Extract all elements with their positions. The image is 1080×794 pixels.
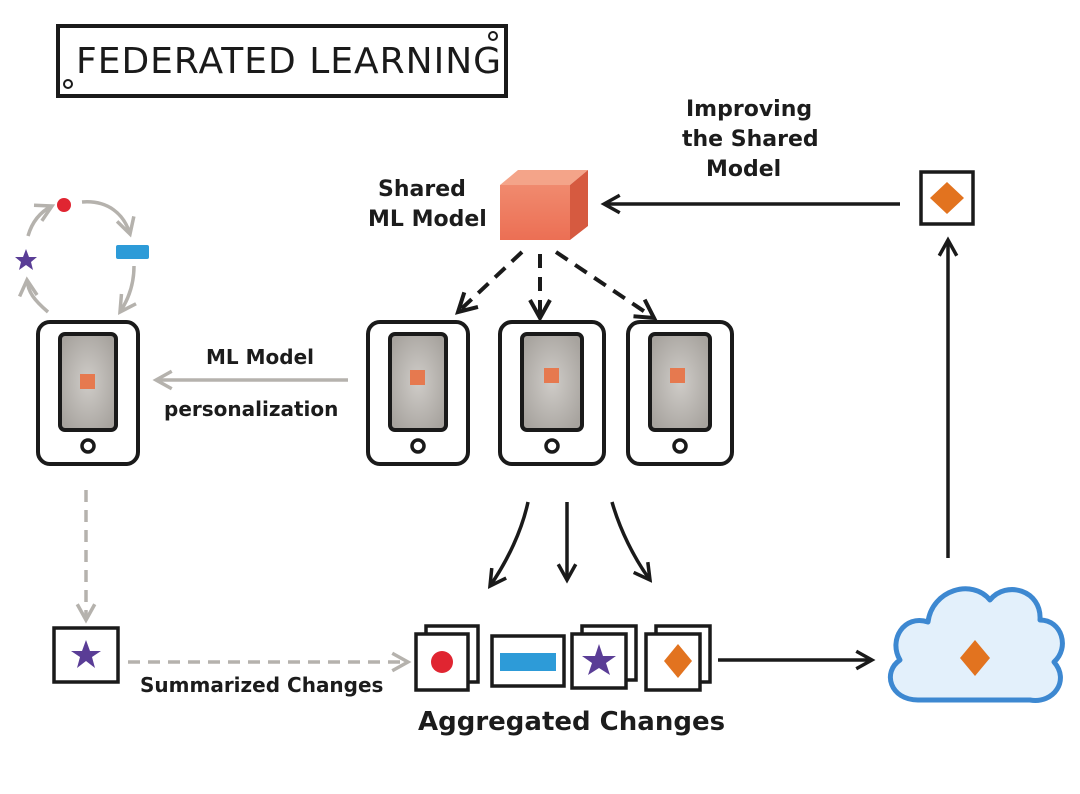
shared-model-label-line2: ML Model — [368, 207, 487, 232]
improving-label-line1: Improving — [686, 97, 812, 122]
model-chip-icon — [80, 374, 95, 389]
aggregated-changes-label: Aggregated Changes — [418, 707, 725, 737]
arrow-phone-to-aggregate-3 — [610, 501, 650, 580]
star-icon — [15, 249, 37, 270]
model-chip-icon — [544, 368, 559, 383]
ml-model-label: ML Model — [206, 345, 314, 369]
improving-label-line3: Model — [706, 157, 781, 182]
aggregated-card-star — [570, 624, 638, 690]
diamond-icon — [960, 640, 990, 676]
red-dot-icon — [431, 651, 453, 673]
arrow-phone-to-aggregate-1 — [490, 501, 530, 586]
home-button-icon — [544, 438, 560, 454]
personalization-label: personalization — [164, 397, 338, 421]
aggregated-card-blue — [490, 634, 566, 688]
dashed-arrow-to-phone-1 — [458, 250, 524, 312]
cloud-server-icon — [887, 586, 1065, 703]
personalization-loop — [15, 198, 149, 312]
aggregated-card-diamond — [644, 624, 712, 692]
client-phone-3 — [626, 320, 734, 466]
diamond-icon — [930, 182, 964, 214]
home-button-icon — [410, 438, 426, 454]
shared-model-label-line1: Shared — [378, 177, 466, 202]
model-chip-icon — [410, 370, 425, 385]
client-phone-1 — [366, 320, 470, 466]
screw-icon — [488, 31, 498, 41]
aggregated-card-red — [414, 624, 480, 692]
page-title: FEDERATED LEARNING — [76, 41, 502, 82]
improved-model-card — [919, 170, 975, 226]
screw-icon — [63, 79, 73, 89]
summarized-changes-label: Summarized Changes — [140, 673, 383, 697]
personal-phone — [36, 320, 140, 466]
model-chip-icon — [670, 368, 685, 383]
summary-card — [52, 626, 120, 684]
shared-model-cube-icon — [500, 170, 588, 240]
aggregated-changes — [414, 624, 712, 692]
improving-label-line2: the Shared — [682, 127, 819, 152]
blue-bar-icon — [500, 653, 556, 671]
title-box: FEDERATED LEARNING — [56, 24, 508, 98]
home-button-icon — [672, 438, 688, 454]
home-button-icon — [80, 438, 96, 454]
diamond-icon — [664, 644, 692, 678]
red-dot-icon — [57, 198, 71, 212]
star-icon — [71, 640, 101, 668]
star-icon — [582, 644, 616, 675]
blue-bar-icon — [116, 245, 149, 259]
client-phone-2 — [498, 320, 606, 466]
dashed-arrow-to-phone-3 — [554, 250, 654, 318]
